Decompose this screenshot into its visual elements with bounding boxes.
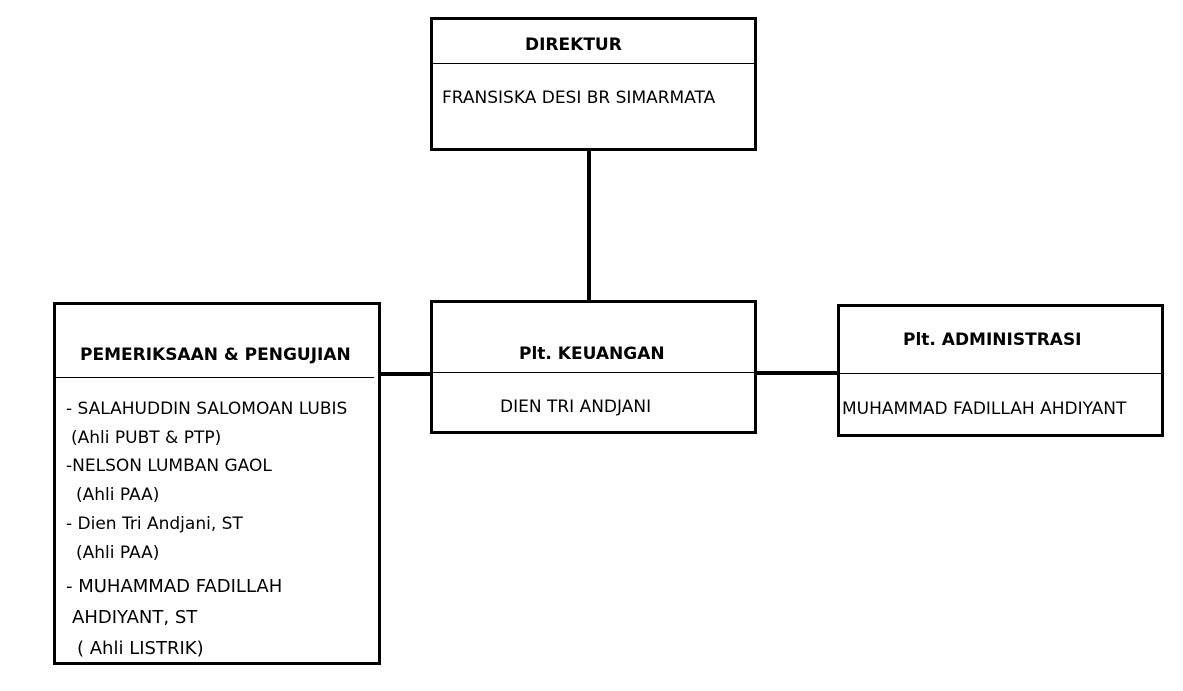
- member-name: - Dien Tri Andjani, ST: [66, 514, 243, 534]
- pemeriksaan-box: PEMERIKSAAN & PENGUJIAN - SALAHUDDIN SAL…: [53, 302, 381, 665]
- member-role: (Ahli PAA): [76, 485, 160, 505]
- member-name: - SALAHUDDIN SALOMOAN LUBIS: [66, 399, 348, 419]
- keuangan-divider: [430, 372, 757, 373]
- member-item: -NELSON LUMBAN GAOL (Ahli PAA): [66, 456, 272, 505]
- member-role: (Ahli PUBT & PTP): [71, 428, 222, 448]
- connector-keuangan-administrasi: [756, 371, 844, 375]
- administrasi-divider: [837, 373, 1164, 374]
- member-name: - MUHAMMAD FADILLAH: [66, 576, 283, 597]
- member-role: ( Ahli LISTRIK): [77, 638, 204, 659]
- member-item: - SALAHUDDIN SALOMOAN LUBIS (Ahli PUBT &…: [66, 399, 347, 448]
- administrasi-name: MUHAMMAD FADILLAH AHDIYANT: [842, 399, 1127, 419]
- member-name-continued: AHDIYANT, ST: [72, 607, 198, 628]
- pemeriksaan-title: PEMERIKSAAN & PENGUJIAN: [80, 345, 351, 365]
- member-name: -NELSON LUMBAN GAOL: [66, 456, 272, 476]
- direktur-name: FRANSISKA DESI BR SIMARMATA: [442, 88, 716, 108]
- connector-pemeriksaan-keuangan: [380, 372, 432, 376]
- pemeriksaan-divider: [53, 377, 374, 378]
- administrasi-box: Plt. ADMINISTRASI MUHAMMAD FADILLAH AHDI…: [837, 304, 1164, 437]
- connector-direktur-keuangan: [587, 150, 591, 302]
- member-role: (Ahli PAA): [76, 543, 160, 563]
- keuangan-title: Plt. KEUANGAN: [519, 344, 665, 364]
- member-item: - Dien Tri Andjani, ST (Ahli PAA): [66, 514, 243, 563]
- administrasi-title: Plt. ADMINISTRASI: [903, 330, 1082, 350]
- direktur-box: DIREKTUR FRANSISKA DESI BR SIMARMATA: [430, 17, 757, 151]
- direktur-title: DIREKTUR: [525, 35, 622, 55]
- direktur-divider: [430, 63, 757, 64]
- keuangan-box: Plt. KEUANGAN DIEN TRI ANDJANI: [430, 300, 757, 434]
- member-item: - MUHAMMAD FADILLAH AHDIYANT, ST ( Ahli …: [66, 571, 282, 664]
- keuangan-name: DIEN TRI ANDJANI: [500, 397, 652, 417]
